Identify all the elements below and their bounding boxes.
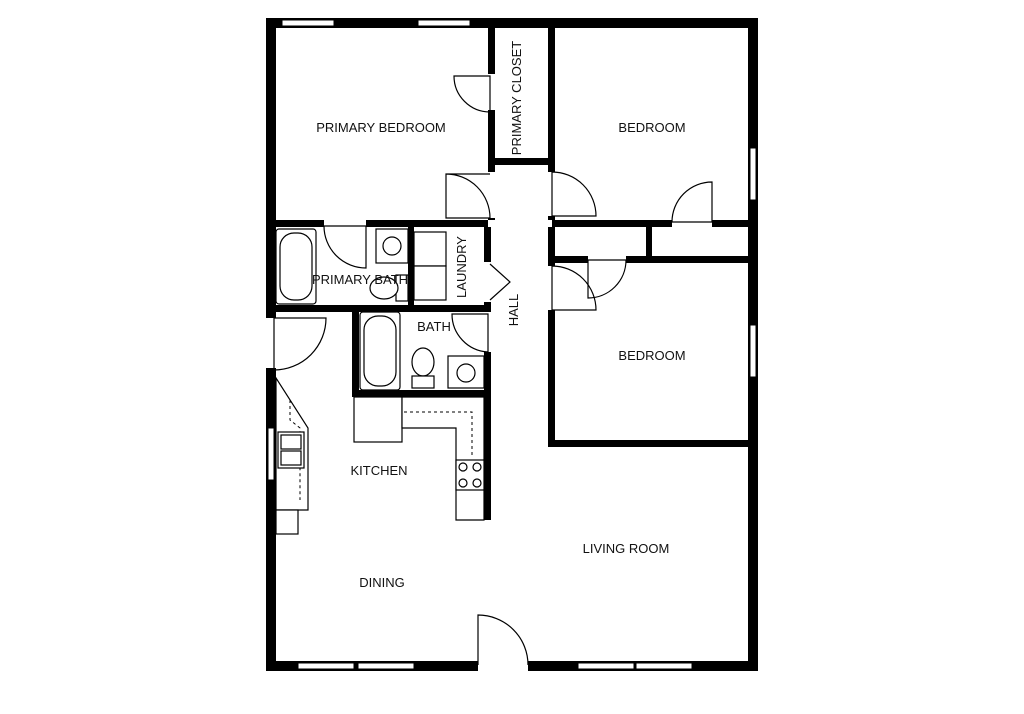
room-label-kitchen: KITCHEN [350, 463, 407, 478]
room-label-living-room: LIVING ROOM [583, 541, 670, 556]
wall-bedroom2-bottom [552, 440, 748, 447]
washer [413, 231, 447, 267]
front-door-swing [477, 614, 529, 666]
burner [458, 478, 468, 488]
sink-basin [456, 363, 476, 383]
sink-basin [382, 236, 402, 256]
wall-bath-left [352, 312, 359, 397]
bath-door-swing [451, 313, 489, 353]
primary-bath-door-swing [323, 225, 367, 269]
toilet-bowl [369, 276, 399, 300]
room-labels: PRIMARY BEDROOM PRIMARY CLOSET BEDROOM P… [312, 41, 686, 590]
wall-closet-right [548, 28, 555, 220]
bedroom2-door-swing [551, 265, 597, 311]
wall-hall-right [548, 227, 555, 447]
burner [472, 462, 482, 472]
bathtub-basin [279, 232, 313, 301]
wall-bedrooms-bottom [276, 220, 488, 227]
side-door-swing [273, 317, 327, 371]
primary-closet-door-swing [453, 75, 491, 113]
wall-storage-divider [646, 227, 652, 257]
room-label-bedroom: BEDROOM [618, 120, 685, 135]
window [281, 19, 335, 27]
wall-closet-bottom [488, 158, 552, 165]
window [577, 662, 635, 670]
bathtub-basin [363, 315, 397, 387]
primary-bedroom-door-swing [445, 173, 491, 219]
fixtures [275, 228, 485, 535]
wall-right-bedroom-bottom [552, 220, 748, 227]
room-label-laundry: LAUNDRY [454, 236, 469, 298]
room-label-primary-bath: PRIMARY BATH [312, 272, 408, 287]
burner [458, 462, 468, 472]
doors [265, 74, 713, 672]
window [749, 147, 757, 201]
room-label-bath: BATH [417, 319, 451, 334]
toilet-bowl [411, 347, 435, 377]
window [267, 427, 275, 481]
window [297, 662, 355, 670]
room-label-primary-closet: PRIMARY CLOSET [509, 41, 524, 155]
wall-closet-left [488, 28, 495, 220]
kitchen-counter-right [401, 396, 485, 521]
room-label-bedroom-2: BEDROOM [618, 348, 685, 363]
bedroom-door-swing [551, 171, 597, 217]
burner [472, 478, 482, 488]
room-label-primary-bedroom: PRIMARY BEDROOM [316, 120, 446, 135]
window [635, 662, 693, 670]
sink-bowl [280, 434, 302, 450]
windows [267, 19, 757, 670]
dryer [413, 265, 447, 301]
sink-bowl [280, 450, 302, 466]
window [749, 324, 757, 378]
wall-bath-bottom [355, 390, 488, 397]
room-label-dining: DINING [359, 575, 405, 590]
upper-cabinet-line [404, 411, 473, 458]
exterior-wall-top [266, 18, 758, 28]
window [417, 19, 471, 27]
bedroom-closet-door-swing [671, 181, 713, 223]
wall-kitchen-stub [484, 397, 491, 520]
bedroom2-closet-door-swing [587, 259, 627, 299]
window [357, 662, 415, 670]
wall-primary-bath-bottom [276, 305, 488, 312]
wall-storage-bottom [552, 256, 748, 263]
toilet-tank [411, 375, 435, 389]
laundry-door-fold [489, 263, 511, 301]
room-label-hall: HALL [506, 294, 521, 327]
dishwasher [275, 509, 299, 535]
kitchen-upper-counter [353, 396, 403, 443]
wall-primary-bath-right [408, 227, 414, 305]
